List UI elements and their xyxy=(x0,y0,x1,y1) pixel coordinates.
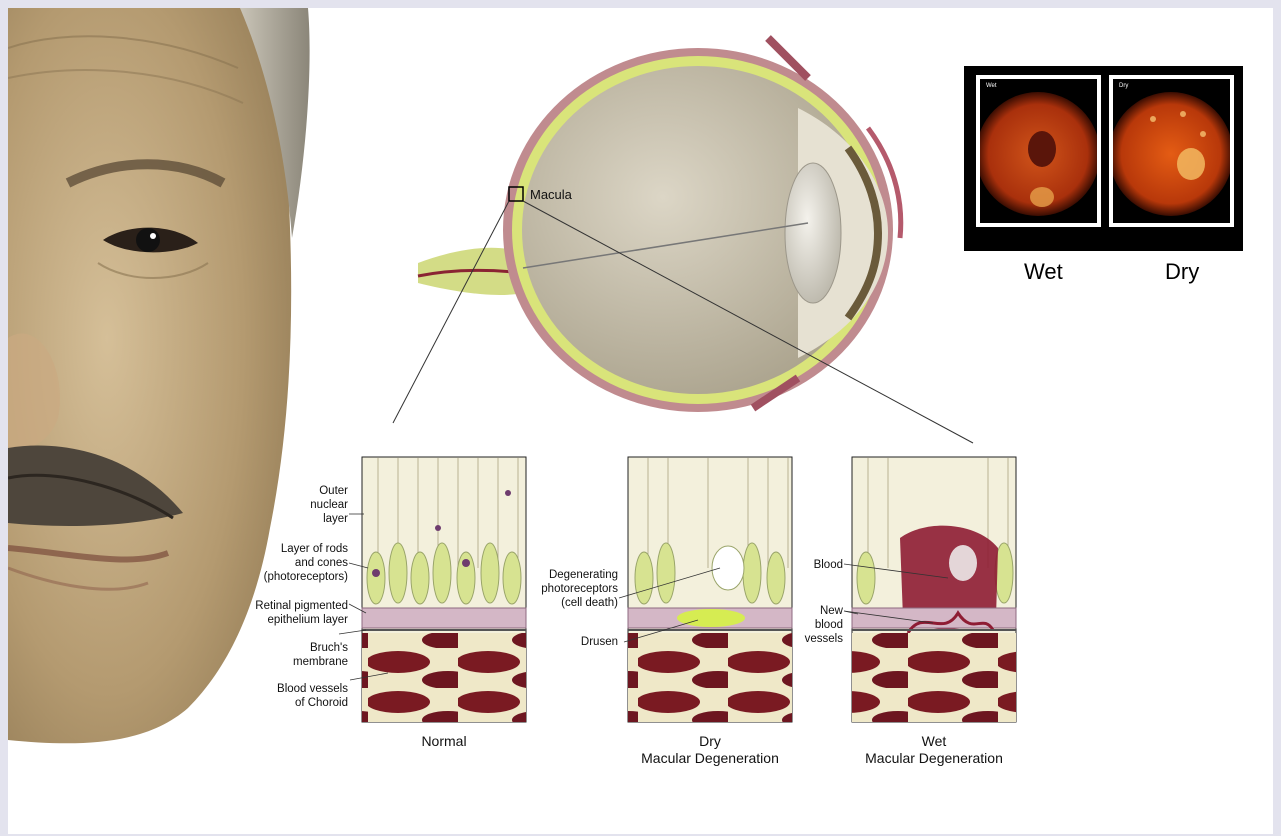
new-vessels-label: New blood vessels xyxy=(768,604,843,646)
normal-caption: Normal xyxy=(362,733,526,750)
normal-panel-art xyxy=(362,457,526,722)
dry-panel-art xyxy=(628,457,792,722)
outer-nuclear-label: Outer nuclear layer xyxy=(248,484,348,526)
blood-label: Blood xyxy=(768,558,843,572)
retina-panels xyxy=(8,8,1273,834)
wet-panel-art xyxy=(852,457,1016,722)
rpe-label: Retinal pigmented epithelium layer xyxy=(228,599,348,627)
rods-cones-label: Layer of rods and cones (photoreceptors) xyxy=(228,542,348,584)
bruch-label: Bruch's membrane xyxy=(248,641,348,669)
degenerating-label: Degenerating photoreceptors (cell death) xyxy=(508,568,618,610)
wet-caption-text: Wet Macular Degeneration xyxy=(830,733,1038,767)
choroid-label: Blood vessels of Choroid xyxy=(228,682,348,710)
illustration-frame: Macula Wet xyxy=(8,8,1273,834)
dry-caption-text: Dry Macular Degeneration xyxy=(608,733,812,767)
drusen-label: Drusen xyxy=(528,635,618,649)
